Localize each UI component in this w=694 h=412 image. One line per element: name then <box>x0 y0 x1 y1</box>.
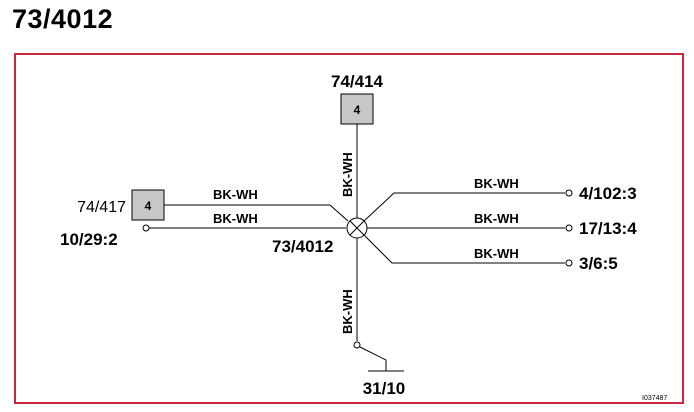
right-terminal-2-dot <box>565 224 573 232</box>
wire-left-connector-color: BK-WH <box>213 187 258 202</box>
top-connector-box <box>340 93 374 125</box>
wire-right-2-color: BK-WH <box>474 211 519 226</box>
ground-lead <box>359 346 387 371</box>
top-connector-pin: 4 <box>354 103 361 117</box>
right-terminal-3-dot <box>565 259 573 267</box>
page-title: 73/4012 <box>12 4 114 34</box>
wire-left-terminal-color: BK-WH <box>213 211 258 226</box>
wire-right-3-color: BK-WH <box>474 246 519 261</box>
splice-cross-b <box>349 220 365 236</box>
ground-label: 31/10 <box>363 379 406 398</box>
left-terminal-label: 10/29:2 <box>60 230 118 249</box>
left-connector-box <box>131 189 165 221</box>
wire-right-1 <box>363 192 565 222</box>
right-terminal-3-label: 3/6:5 <box>579 254 618 273</box>
diagram-frame <box>14 53 684 404</box>
wire-right-1-color: BK-WH <box>474 176 519 191</box>
wire-right-3 <box>363 234 565 264</box>
left-terminal-dot <box>142 224 150 232</box>
top-connector-label: 74/414 <box>331 72 384 91</box>
wire-bottom-color: BK-WH <box>340 289 355 334</box>
splice-label: 73/4012 <box>272 237 333 256</box>
right-terminal-2-label: 17/13:4 <box>579 219 637 238</box>
left-connector-label: 74/417 <box>77 199 126 216</box>
right-terminal-1-dot <box>565 189 573 197</box>
right-terminal-1-label: 4/102:3 <box>579 184 637 203</box>
left-connector-pin: 4 <box>145 199 152 213</box>
wire-top-color: BK-WH <box>340 152 355 197</box>
ground-terminal-dot <box>353 341 361 349</box>
wire-left-connector <box>164 204 349 222</box>
figure-id: I037487 <box>642 395 667 402</box>
